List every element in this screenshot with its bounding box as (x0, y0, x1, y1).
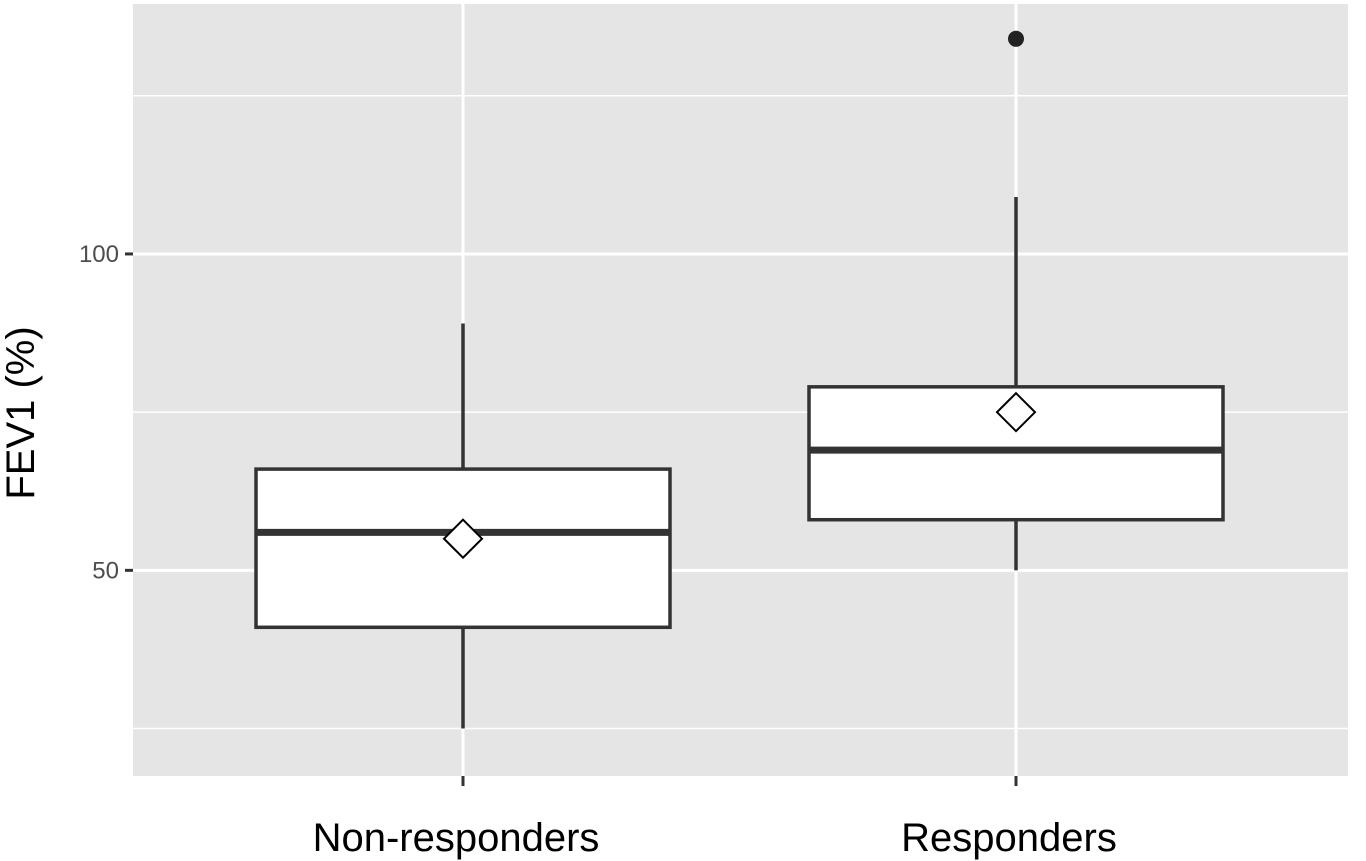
x-category-label-1: Non-responders (313, 816, 600, 860)
box-group-1 (254, 323, 672, 729)
y-tick-label-50: 50 (92, 557, 119, 584)
y-axis: 50 100 (79, 241, 133, 584)
x-axis: Non-responders Responders (313, 776, 1117, 860)
outlier-point-1 (1008, 30, 1024, 47)
mean-marker (995, 391, 1037, 433)
x-category-label-2: Responders (901, 816, 1117, 860)
mean-marker (442, 518, 484, 560)
boxes (254, 30, 1225, 729)
box-group-2 (807, 30, 1225, 571)
y-tick-label-100: 100 (79, 241, 119, 268)
y-axis-title: FEV1 (%) (0, 326, 43, 499)
